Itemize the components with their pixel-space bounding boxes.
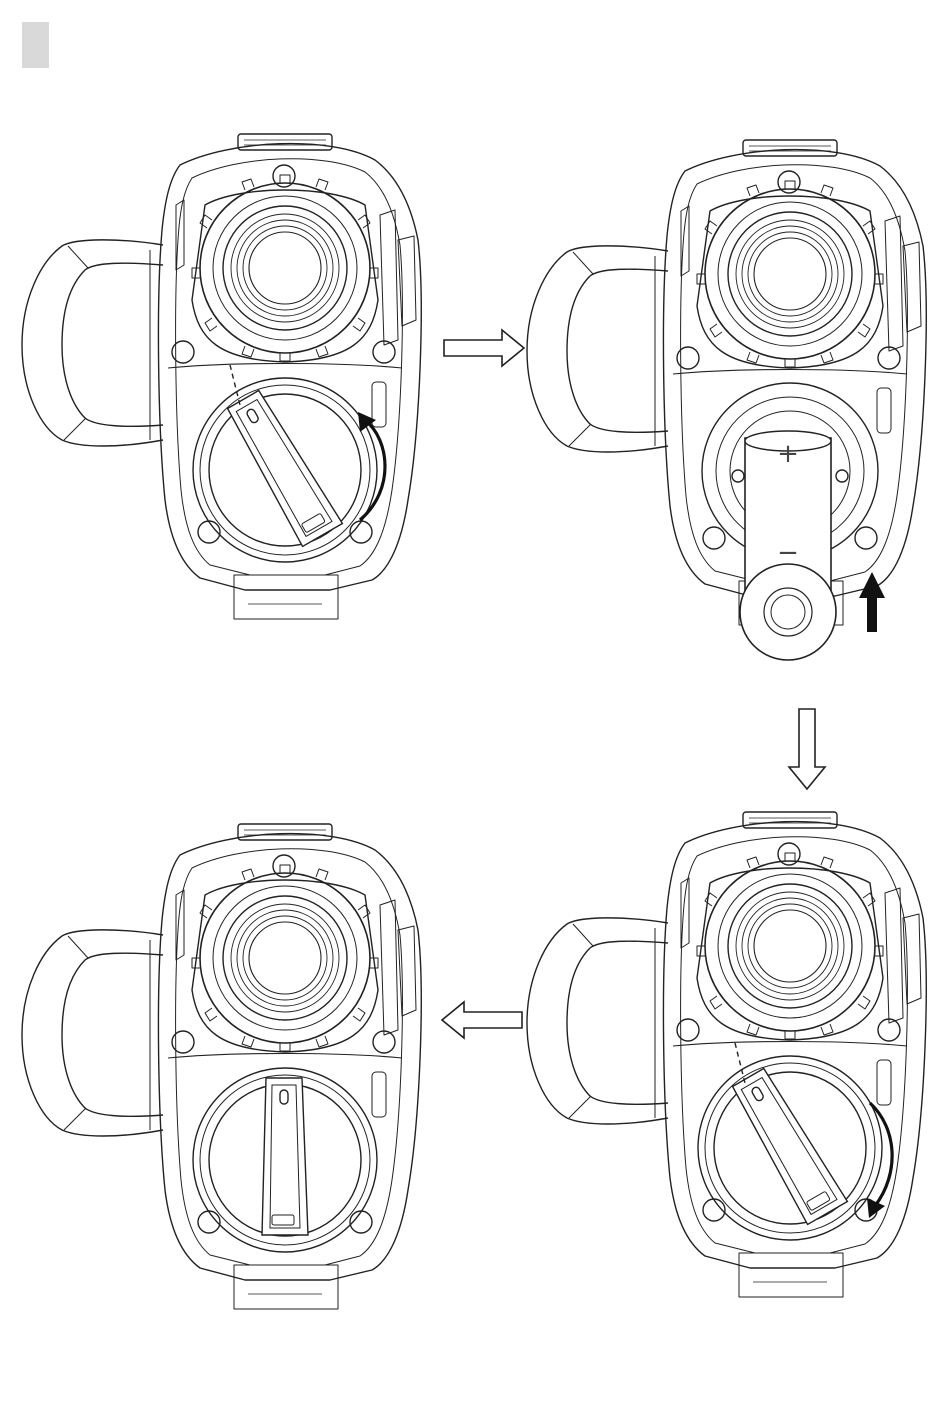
step-4-panel [22, 824, 421, 1309]
rotation-arrow-icon [360, 420, 385, 520]
step-1-panel [22, 134, 421, 619]
flow-arrow-icon [789, 709, 825, 789]
battery-icon: + − [740, 431, 836, 660]
battery-positive-mark: + [777, 439, 799, 469]
step-2-panel: + − [527, 140, 926, 660]
thermal-monocular-device-icon [527, 812, 926, 1297]
flow-arrow-icon [444, 330, 524, 366]
insert-arrow-icon [859, 572, 885, 632]
thermal-monocular-device-icon [22, 824, 421, 1309]
battery-negative-mark: − [777, 538, 799, 568]
battery-cover-handle [729, 1065, 847, 1224]
thermal-monocular-device-icon [527, 140, 926, 625]
battery-cover-handle [262, 1078, 308, 1235]
rotation-arrow-icon [870, 1103, 892, 1206]
thermal-monocular-device-icon [22, 134, 421, 619]
flow-arrow-icon [442, 1002, 522, 1038]
battery-cover-handle [224, 387, 342, 546]
step-3-panel [527, 812, 926, 1297]
